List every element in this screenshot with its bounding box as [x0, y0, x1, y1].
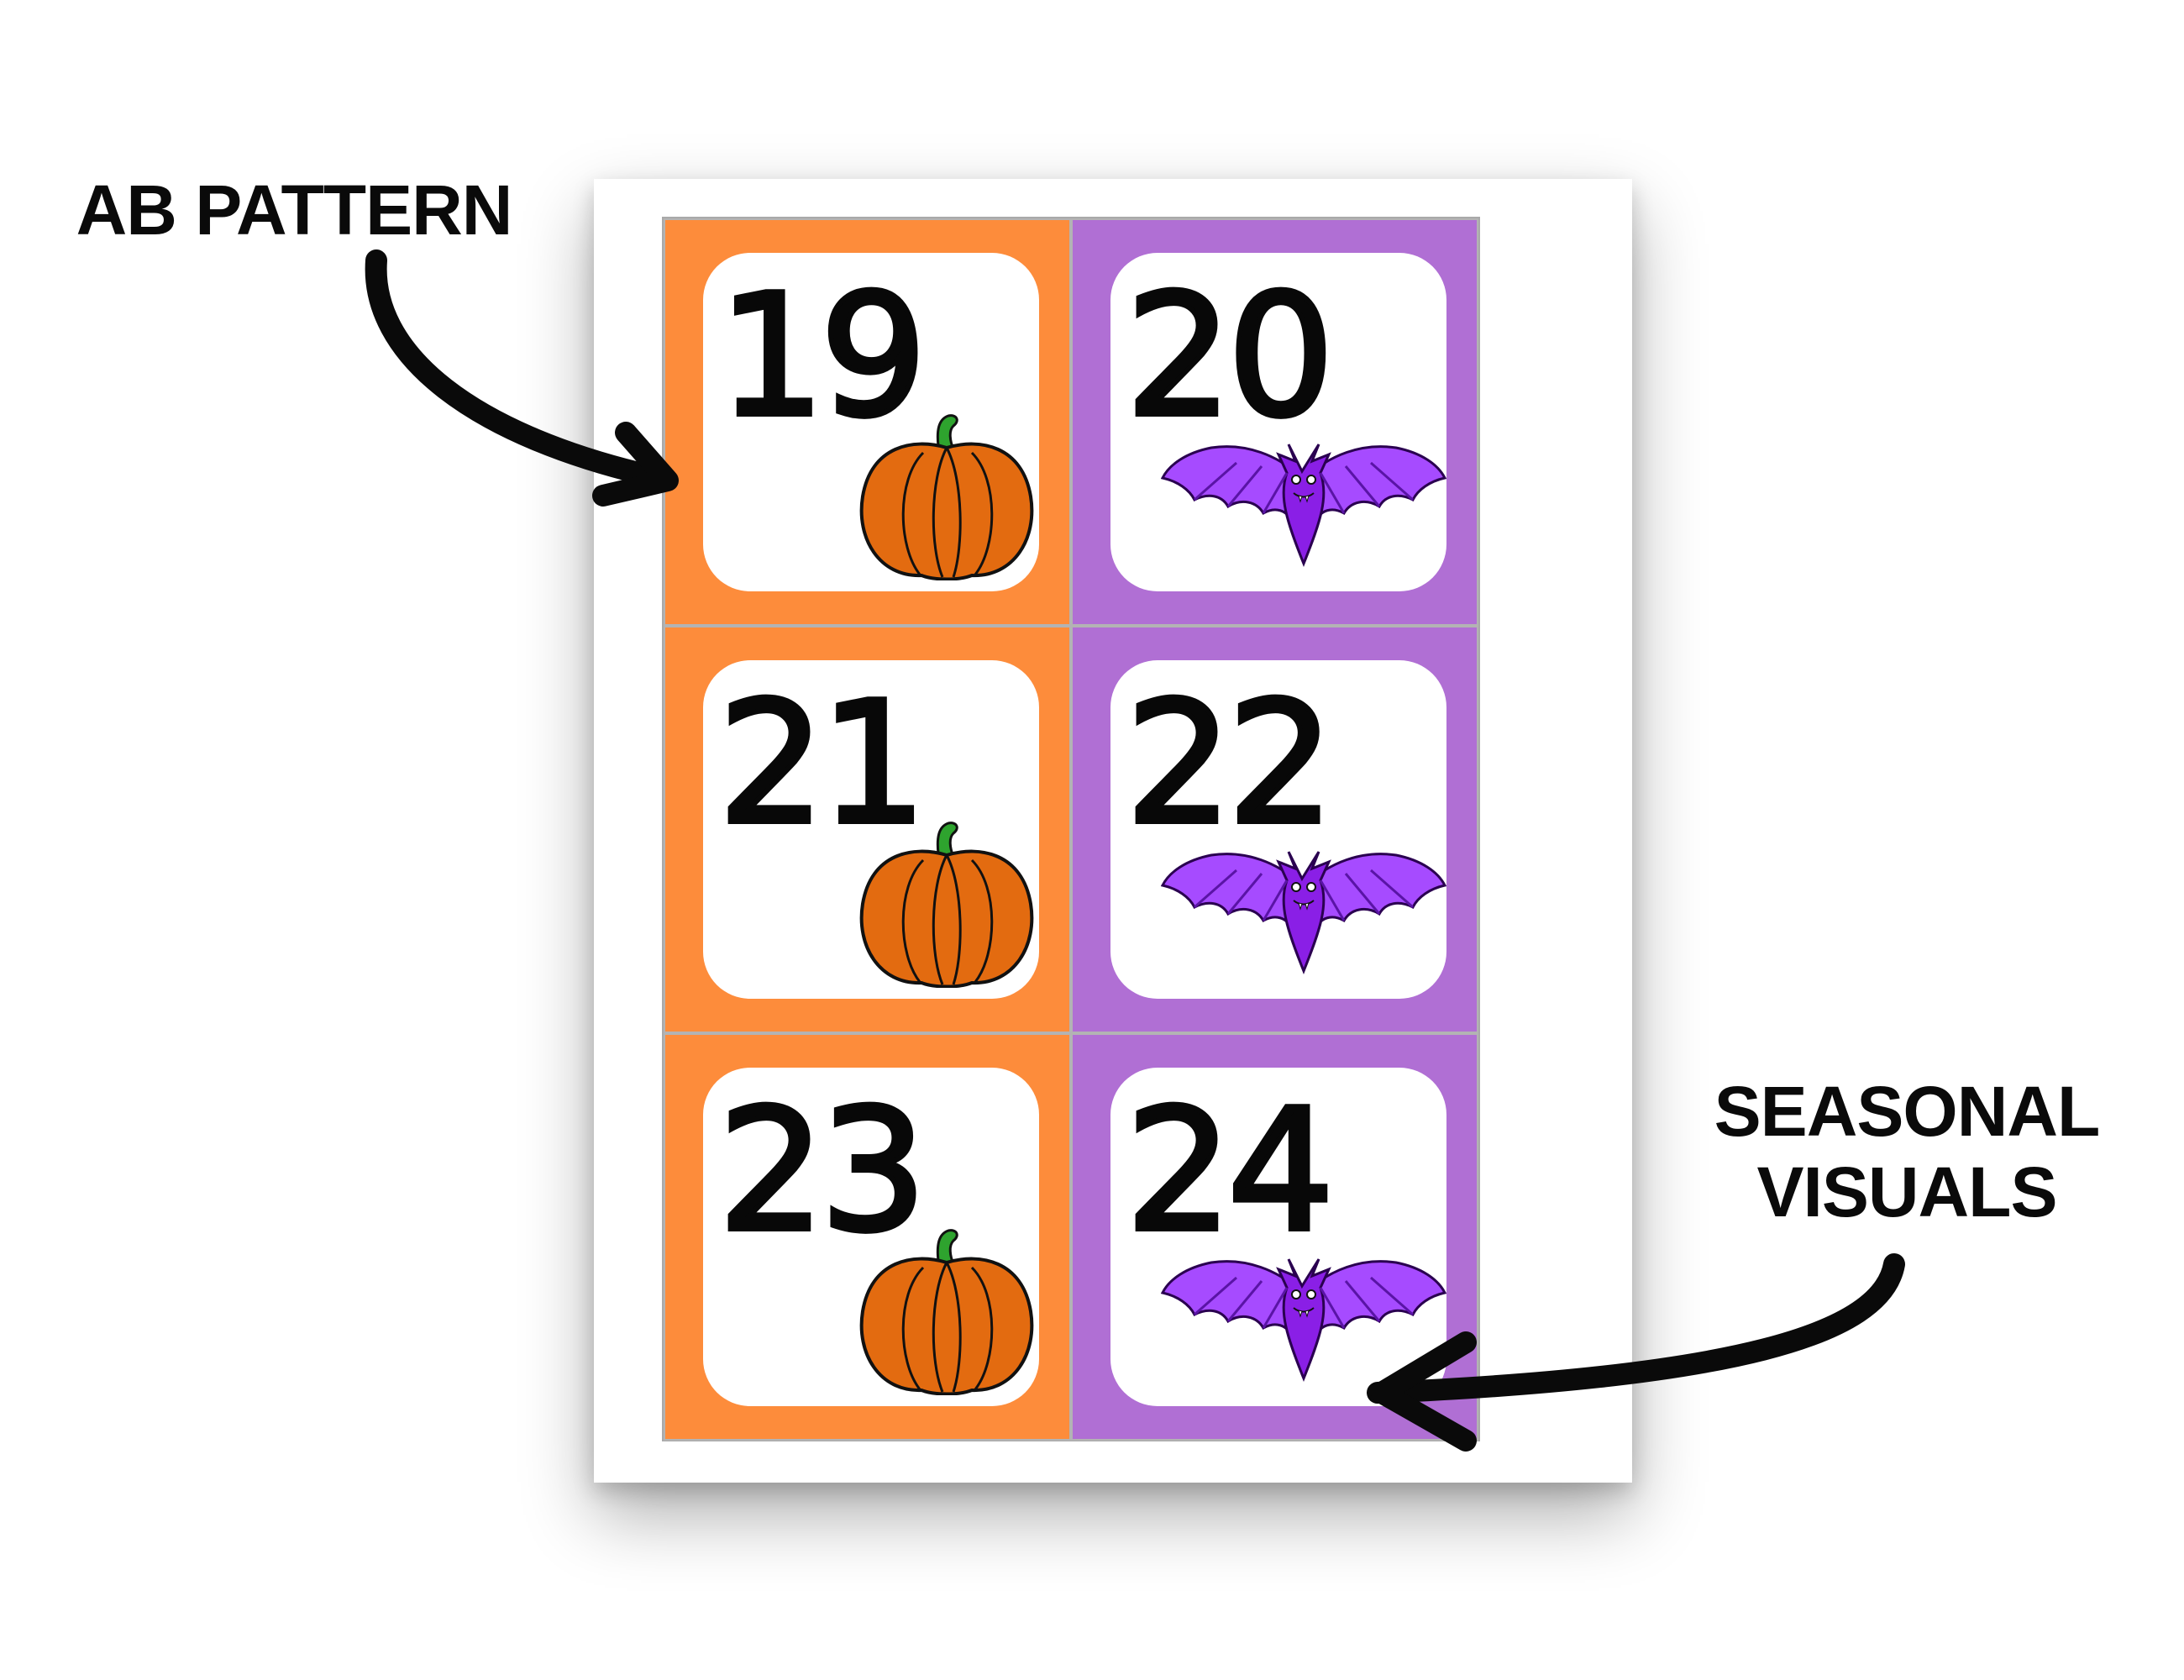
callout-ab-pattern: AB PATTERN	[76, 171, 513, 249]
card-number: 24	[1123, 1071, 1336, 1272]
card-face: 20	[1110, 253, 1446, 591]
card-number: 19	[716, 256, 929, 457]
card-face: 21	[703, 660, 1039, 999]
calendar-card: 21	[664, 626, 1071, 1033]
card-face: 19	[703, 253, 1039, 591]
calendar-card: 23	[664, 1033, 1071, 1441]
callout-seasonal-visuals: SEASONAL VISUALS	[1672, 1071, 2142, 1232]
card-face: 22	[1110, 660, 1446, 999]
calendar-card: 20	[1071, 218, 1478, 626]
calendar-card-sheet: 19 20 21 22	[594, 179, 1632, 1483]
card-number: 22	[1123, 664, 1336, 864]
calendar-card: 24	[1071, 1033, 1478, 1441]
card-number: 23	[716, 1071, 929, 1272]
card-number: 21	[716, 664, 929, 864]
card-face: 24	[1110, 1068, 1446, 1406]
calendar-card-grid: 19 20 21 22	[662, 217, 1480, 1441]
calendar-card: 19	[664, 218, 1071, 626]
card-face: 23	[703, 1068, 1039, 1406]
card-number: 20	[1123, 256, 1336, 457]
callout-seasonal-line-1: SEASONAL	[1714, 1072, 2101, 1151]
callout-seasonal-line-2: VISUALS	[1756, 1152, 2057, 1231]
calendar-card: 22	[1071, 626, 1478, 1033]
